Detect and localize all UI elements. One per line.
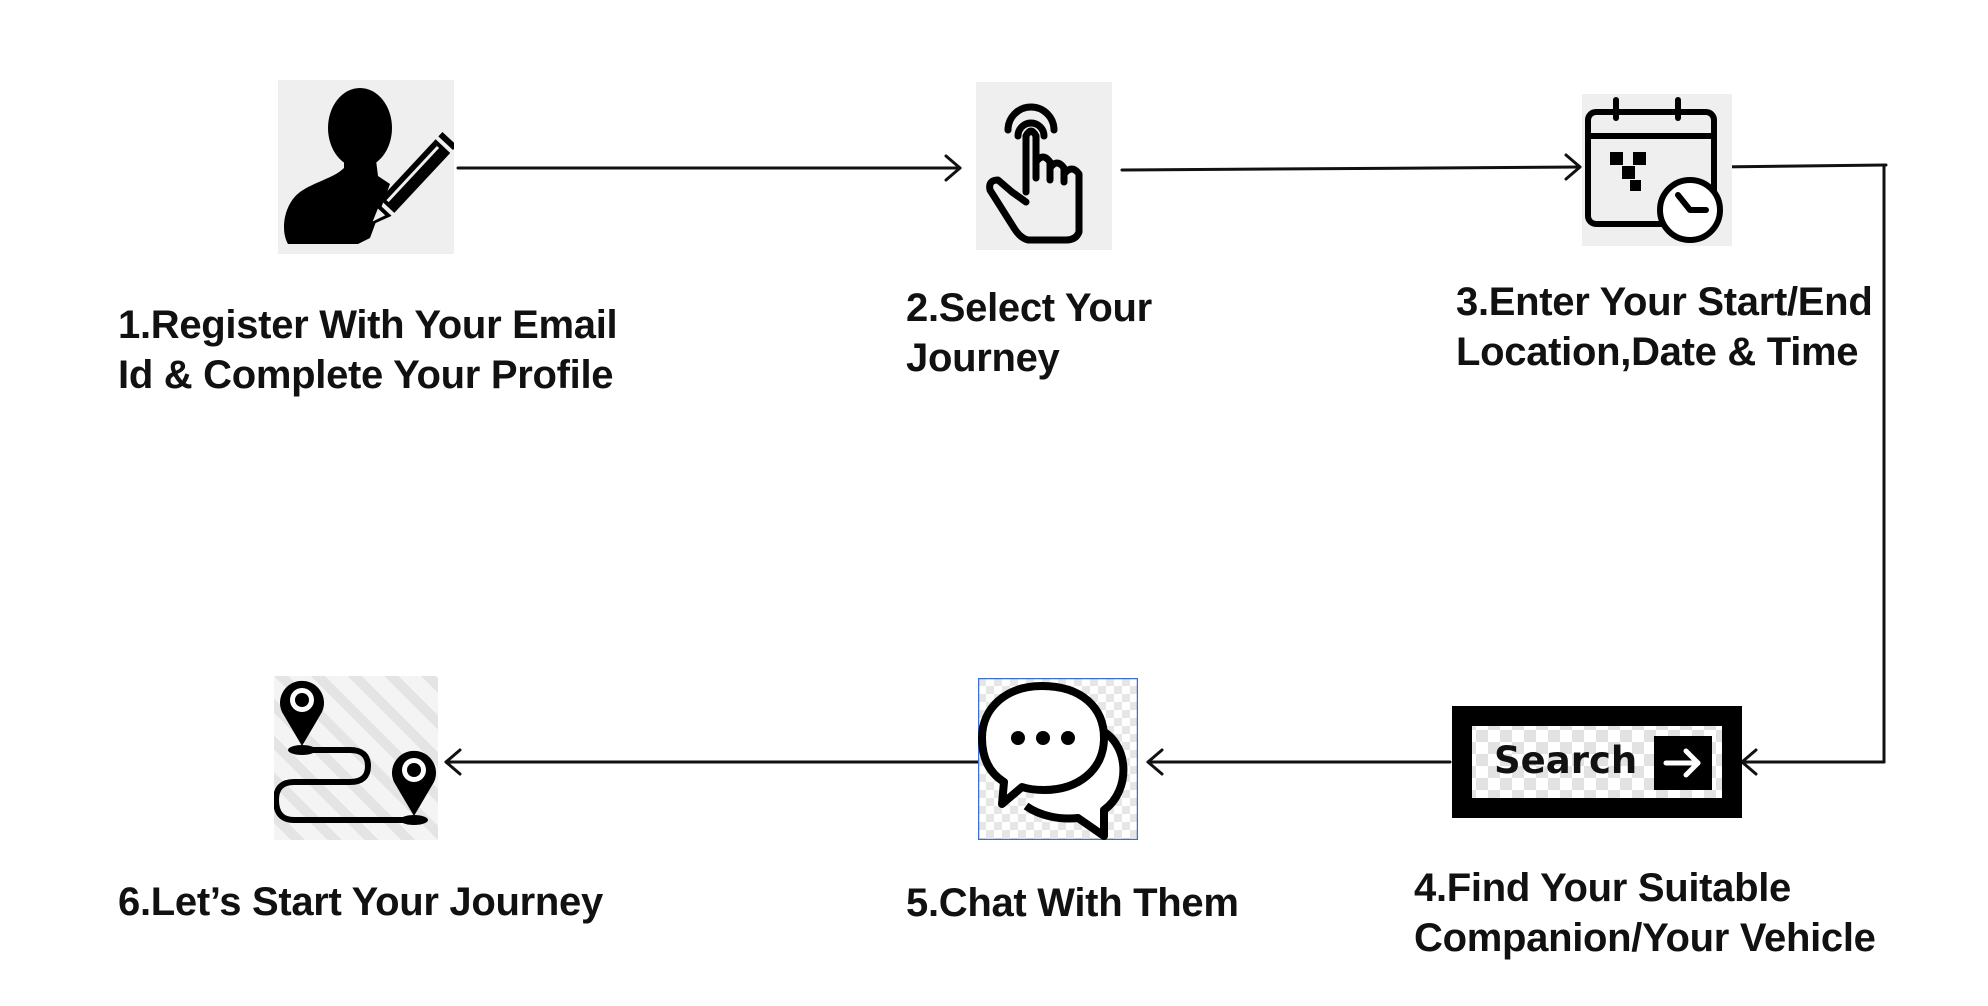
step-6-label-line-1: 6.Let’s Start Your Journey <box>118 880 603 924</box>
step-4-label-line-1: 4.Find Your Suitable <box>1414 866 1792 910</box>
arrow-step1-to-step2 <box>456 154 962 182</box>
search-label: Search <box>1494 739 1637 782</box>
connector-step3-to-step4 <box>1714 163 1888 776</box>
chat-bubbles-icon <box>977 677 1139 841</box>
step-2-label-line-2: Journey <box>906 336 1060 380</box>
step-1-label-line-2: Id & Complete Your Profile <box>118 353 614 397</box>
route-map-icon <box>273 676 438 840</box>
step-4-label-line-2: Companion/Your Vehicle <box>1414 916 1876 960</box>
user-edit-icon <box>278 80 458 254</box>
step-2-label-line-1: 2.Select Your <box>906 286 1152 330</box>
tap-hand-icon <box>976 82 1112 250</box>
step-4-label: 4.Find Your Suitable Companion/Your Vehi… <box>1414 863 1876 963</box>
arrow-step4-to-step5 <box>1146 748 1452 776</box>
step-5-label: 5.Chat With Them <box>906 878 1239 928</box>
step-1-label-line-1: 1.Register With Your Email <box>118 303 618 347</box>
step-3-label: 3.Enter Your Start/End Location,Date & T… <box>1456 277 1873 377</box>
arrow-step2-to-step3 <box>1120 153 1582 181</box>
step-1-label: 1.Register With Your Email Id & Complete… <box>118 300 618 400</box>
arrow-step5-to-step6 <box>444 748 980 776</box>
step-2-label: 2.Select Your Journey <box>906 283 1152 383</box>
step-6-label: 6.Let’s Start Your Journey <box>118 877 603 927</box>
calendar-clock-icon <box>1582 94 1732 246</box>
step-3-label-line-1: 3.Enter Your Start/End <box>1456 280 1873 324</box>
search-button-icon: Search <box>1452 706 1742 818</box>
step-3-label-line-2: Location,Date & Time <box>1456 330 1859 374</box>
step-5-label-line-1: 5.Chat With Them <box>906 881 1239 925</box>
